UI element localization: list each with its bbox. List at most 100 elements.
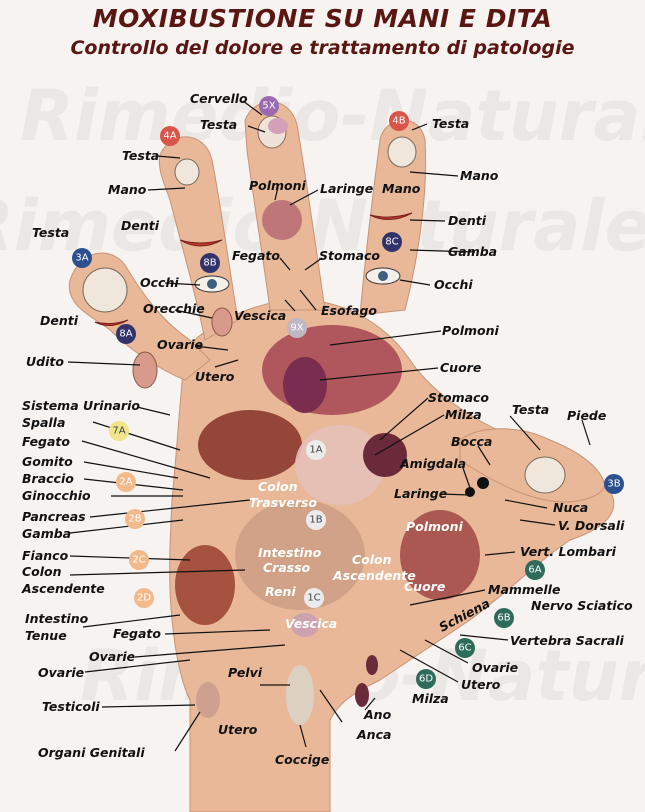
label-coccige: Coccige — [275, 752, 329, 767]
label-stomaco-1: Stomaco — [319, 248, 380, 263]
label-crasso: Crasso — [263, 560, 311, 575]
label-polmoni-1: Polmoni — [249, 178, 307, 193]
label-pancreas: Pancreas — [22, 509, 86, 524]
label-ovarie-3: Ovarie — [89, 649, 135, 664]
label-fegato-3: Fegato — [113, 626, 161, 641]
label-esofago: Esofago — [321, 303, 377, 318]
label-mammelle: Mammelle — [488, 582, 560, 597]
svg-text:3A: 3A — [75, 253, 88, 264]
svg-text:1B: 1B — [309, 515, 322, 526]
svg-text:6C: 6C — [458, 643, 471, 654]
label-testa-1: Testa — [200, 117, 237, 132]
badge-7a: 7A — [109, 421, 129, 441]
label-ovarie-1: Ovarie — [157, 337, 203, 352]
label-testa-5: Testa — [512, 402, 549, 417]
label-testa-2: Testa — [122, 148, 159, 163]
badge-2c: 2C — [129, 550, 149, 570]
leader-lines — [67, 100, 591, 752]
label-fianco: Fianco — [22, 548, 69, 563]
label-polmoni-3: Polmoni — [406, 519, 464, 534]
label-udito: Udito — [26, 354, 64, 369]
label-bocca: Bocca — [451, 434, 492, 449]
svg-text:9X: 9X — [290, 323, 303, 334]
label-piede: Piede — [567, 408, 606, 423]
label-intestino-1: Intestino — [258, 545, 322, 560]
svg-text:2C: 2C — [132, 555, 145, 566]
label-ano: Ano — [363, 707, 392, 722]
label-mano-2: Mano — [460, 168, 499, 183]
label-mano-1: Mano — [108, 182, 147, 197]
svg-text:8C: 8C — [385, 237, 398, 248]
label-milza-2: Milza — [412, 691, 449, 706]
label-colon-1: Colon — [22, 564, 62, 579]
svg-text:8A: 8A — [119, 329, 132, 340]
badge-2a: 2A — [116, 472, 136, 492]
label-laringe-1: Laringe — [320, 181, 373, 196]
svg-text:6A: 6A — [528, 565, 541, 576]
svg-text:2A: 2A — [119, 477, 132, 488]
label-denti-1: Denti — [121, 218, 160, 233]
label-vescica-1: Vescica — [234, 308, 286, 323]
badge-9x: 9X — [287, 318, 307, 338]
svg-text:8B: 8B — [203, 258, 216, 269]
label-reni: Reni — [265, 584, 296, 599]
badge-5x: 5X — [259, 96, 279, 116]
label-trasverso: Trasverso — [249, 495, 317, 510]
watermark: Rimedio-Naturale-it — [20, 75, 645, 157]
label-ovarie-4: Ovarie — [38, 665, 84, 680]
label-gamba-1: Gamba — [448, 244, 497, 259]
svg-text:3B: 3B — [607, 479, 620, 490]
label-v-dorsali: V. Dorsali — [558, 518, 625, 533]
label-spalla: Spalla — [22, 415, 65, 430]
label-gamba-2: Gamba — [22, 526, 71, 541]
label-nuca: Nuca — [553, 500, 588, 515]
label-organi-genitali: Organi Genitali — [38, 745, 145, 760]
badge-6b: 6B — [494, 608, 514, 628]
label-amigdala: Amigdala — [399, 456, 466, 471]
label-vertebra-sacrali: Vertebra Sacrali — [510, 633, 624, 648]
label-laringe-2: Laringe — [394, 486, 447, 501]
svg-text:6B: 6B — [497, 613, 510, 624]
label-utero-1: Utero — [195, 369, 235, 384]
svg-text:4A: 4A — [163, 131, 176, 142]
label-vescica-2: Vescica — [285, 616, 337, 631]
label-denti-2: Denti — [448, 213, 487, 228]
label-occhi-2: Occhi — [140, 275, 179, 290]
svg-text:1C: 1C — [307, 593, 320, 604]
svg-text:5X: 5X — [262, 101, 275, 112]
badge-1a: 1A — [306, 440, 326, 460]
badge-4a: 4A — [160, 126, 180, 146]
label-tenue: Tenue — [25, 628, 67, 643]
page-subtitle: Controllo del dolore e trattamento di pa… — [70, 37, 575, 59]
badge-1b: 1B — [306, 510, 326, 530]
label-mano-3: Mano — [382, 181, 421, 196]
svg-text:6D: 6D — [419, 674, 433, 685]
page-title: MOXIBUSTIONE SU MANI E DITA — [92, 4, 553, 33]
svg-text:7A: 7A — [112, 426, 125, 437]
badge-2d: 2D — [134, 588, 154, 608]
label-ascendente-2: Ascendente — [332, 568, 416, 583]
badge-3a: 3A — [72, 248, 92, 268]
label-fegato-1: Fegato — [232, 248, 280, 263]
label-vert-lombari: Vert. Lombari — [520, 544, 617, 559]
svg-text:2D: 2D — [137, 593, 151, 604]
badge-8b: 8B — [200, 253, 220, 273]
organ-decorations — [82, 115, 566, 725]
label-ascendente-1: Ascendente — [21, 581, 105, 596]
label-utero-2: Utero — [461, 677, 501, 692]
badge-6c: 6C — [455, 638, 475, 658]
label-sistema-urinario: Sistema Urinario — [22, 398, 140, 413]
acupoint-badges: 5X 4A 4B 3A 8B 8C 8A 9X 7A 1A 2A 1B 2B 2… — [72, 96, 624, 689]
badge-2b: 2B — [125, 509, 145, 529]
label-pelvi: Pelvi — [228, 665, 263, 680]
svg-text:4B: 4B — [392, 116, 405, 127]
svg-text:1A: 1A — [309, 445, 322, 456]
label-ovarie-2: Ovarie — [472, 660, 518, 675]
label-testa-4: Testa — [32, 225, 69, 240]
badge-8a: 8A — [116, 324, 136, 344]
badge-6a: 6A — [525, 560, 545, 580]
label-cervello: Cervello — [190, 91, 248, 106]
label-cuore-1: Cuore — [440, 360, 481, 375]
